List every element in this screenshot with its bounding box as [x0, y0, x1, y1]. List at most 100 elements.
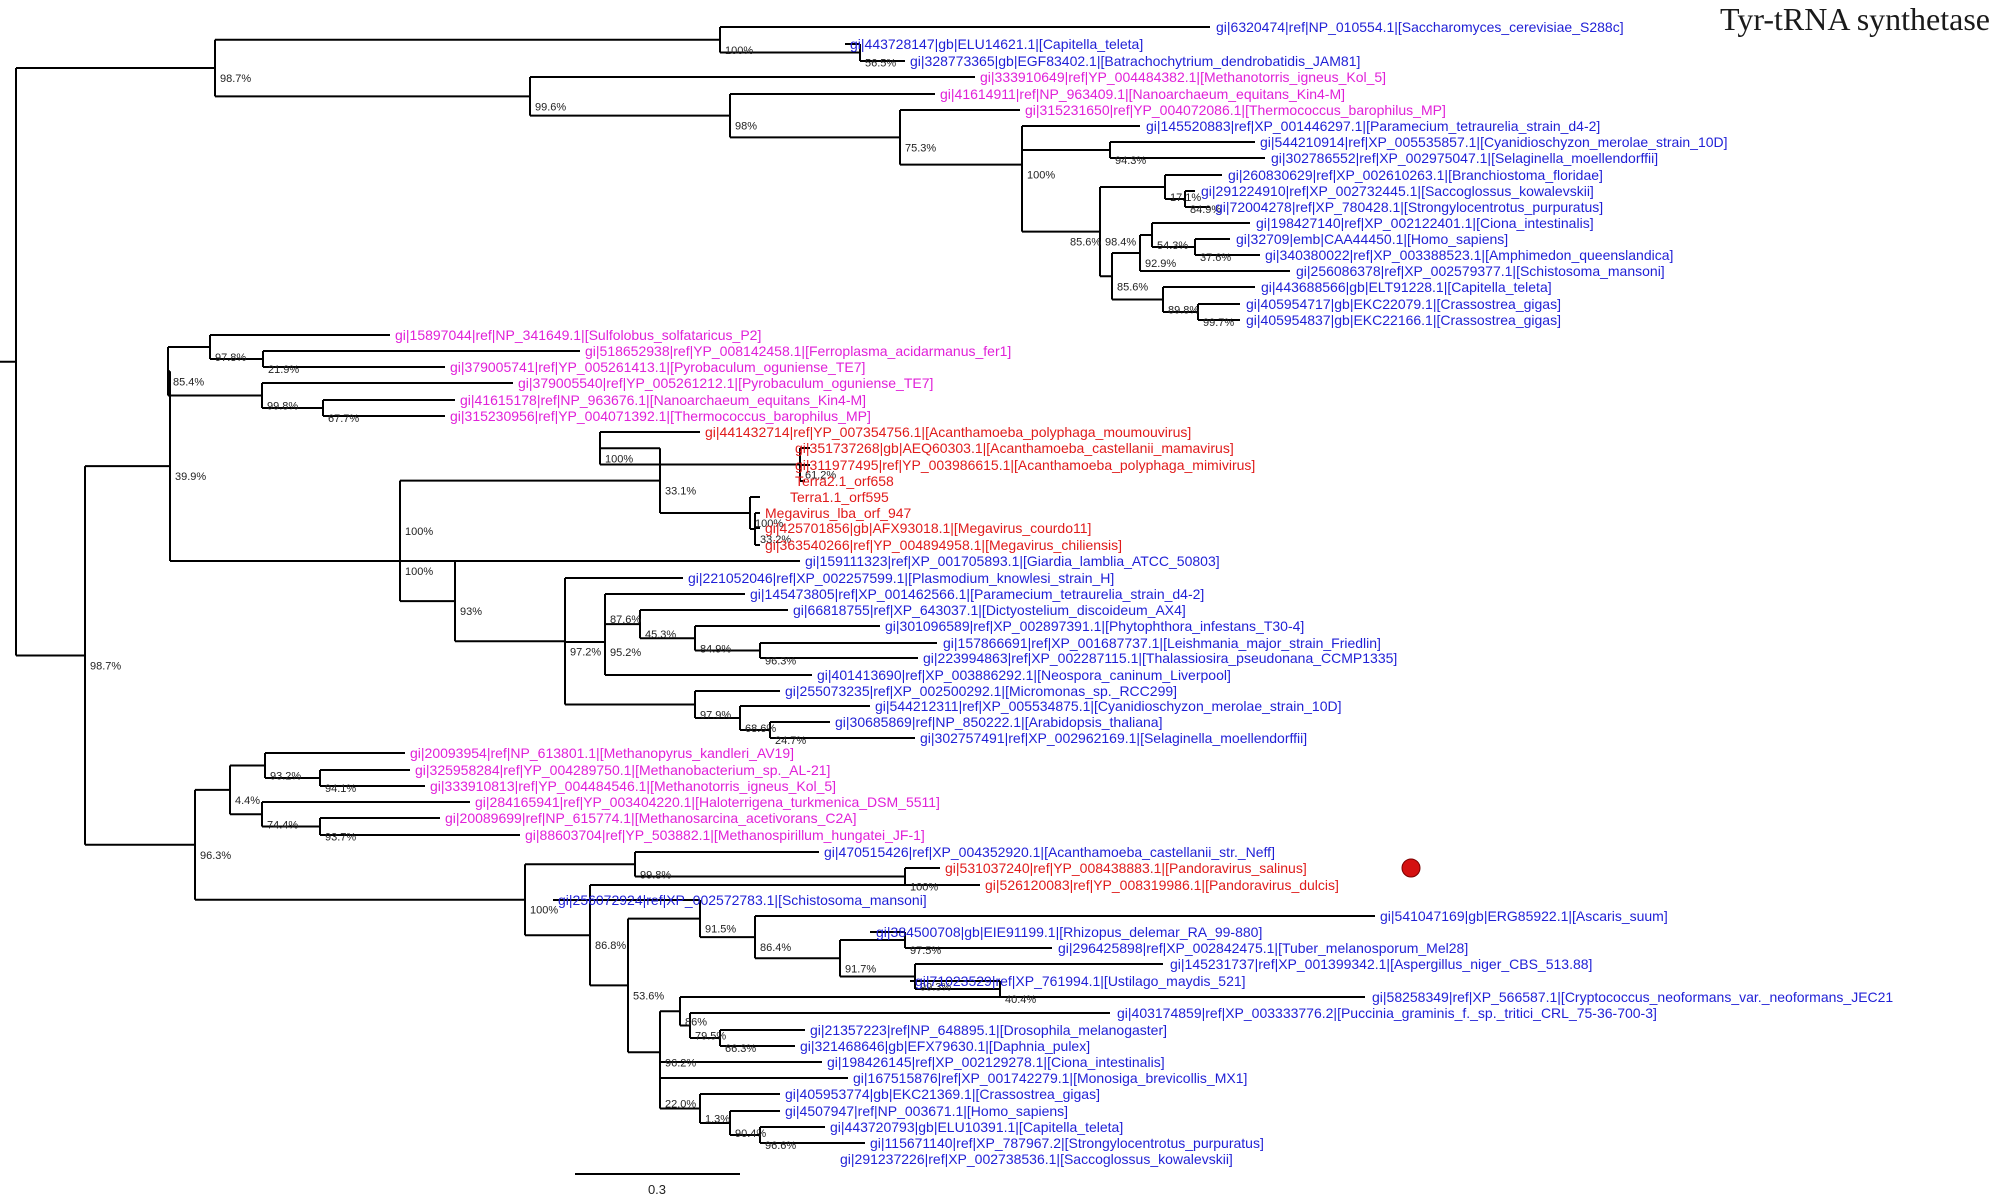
support-value-label: 91.5%	[705, 924, 736, 936]
support-value-label: 95.2%	[610, 647, 641, 659]
leaf-label: gi|379005741|ref|YP_005261413.1|[Pyrobac…	[450, 359, 865, 375]
leaf-label: gi|221052046|ref|XP_002257599.1|[Plasmod…	[688, 570, 1114, 586]
support-value-label: 93.7%	[325, 832, 356, 844]
leaf-label: gi|333910649|ref|YP_004484382.1|[Methano…	[980, 69, 1386, 85]
support-value-label: 54.3%	[1157, 240, 1188, 252]
leaf-label: gi|255073235|ref|XP_002500292.1|[Micromo…	[785, 683, 1177, 699]
support-value-label: 40.4%	[1005, 994, 1036, 1006]
support-value-label: 53.6%	[633, 990, 664, 1002]
support-value-label: 93%	[460, 606, 482, 618]
leaf-label: gi|526120083|ref|YP_008319986.1|[Pandora…	[985, 877, 1339, 893]
support-value-label: 100%	[1027, 170, 1055, 182]
support-value-label: 33.1%	[665, 486, 696, 498]
leaf-label: gi|32709|emb|CAA44450.1|[Homo_sapiens]	[1236, 231, 1508, 247]
leaf-label: gi|340380022|ref|XP_003388523.1|[Amphime…	[1265, 247, 1673, 263]
support-value-label: 17.1%	[1170, 192, 1201, 204]
leaf-label: gi|66818755|ref|XP_643037.1|[Dictyosteli…	[793, 602, 1186, 618]
leaf-label: gi|88603704|ref|YP_503882.1|[Methanospir…	[525, 827, 925, 843]
leaf-label: Megavirus_lba_orf_947	[765, 505, 912, 521]
leaf-label: gi|256086378|ref|XP_002579377.1|[Schisto…	[1296, 263, 1665, 279]
support-value-label: 86.4%	[760, 942, 791, 954]
support-value-label: 61.2%	[805, 470, 836, 482]
support-value-label: 4.4%	[235, 795, 260, 807]
support-value-label: 91.7%	[845, 963, 876, 975]
leaf-label: gi|20093954|ref|NP_613801.1|[Methanopyru…	[410, 745, 794, 761]
support-value-label: 33.2%	[760, 534, 791, 546]
support-values: 56.5%100%99.7%89.8%37.6%54.3%92.9%85.6%8…	[90, 45, 1234, 1152]
support-value-label: 1.3%	[705, 1114, 730, 1126]
leaf-label: gi|30685869|ref|NP_850222.1|[Arabidopsis…	[835, 714, 1162, 730]
leaf-label: gi|302786552|ref|XP_002975047.1|[Selagin…	[1271, 150, 1658, 166]
red-circle-marker-icon	[1401, 858, 1421, 878]
leaf-label: gi|425701856|gb|AFX93018.1|[Megavirus_co…	[765, 520, 1091, 536]
support-value-label: 85.6%	[1117, 281, 1148, 293]
leaf-label: gi|518652938|ref|YP_008142458.1|[Ferropl…	[585, 343, 1011, 359]
support-value-label: 99.8%	[640, 869, 671, 881]
leaf-label: gi|159111323|ref|XP_001705893.1|[Giardia…	[805, 553, 1220, 569]
support-value-label: 39.9%	[175, 471, 206, 483]
leaf-label: gi|302757491|ref|XP_002962169.1|[Selagin…	[920, 730, 1307, 746]
leaf-label: gi|145231737|ref|XP_001399342.1|[Aspergi…	[1170, 956, 1592, 972]
support-value-label: 99.8%	[267, 401, 298, 413]
support-value-label: 100%	[910, 882, 938, 894]
leaf-label: gi|260830629|ref|XP_002610263.1|[Branchi…	[1228, 167, 1603, 183]
leaf-label: gi|325958284|ref|YP_004289750.1|[Methano…	[415, 762, 830, 778]
support-value-label: 96.3%	[200, 850, 231, 862]
support-value-label: 97.8%	[215, 352, 246, 364]
leaf-label: gi|443728147|gb|ELU14621.1|[Capitella_te…	[850, 36, 1143, 52]
support-value-label: 100%	[605, 453, 633, 465]
support-value-label: 90.4%	[735, 1128, 766, 1140]
leaf-label: Terra1.1_orf595	[790, 489, 889, 505]
leaf-label: gi|384500708|gb|EIE91199.1|[Rhizopus_del…	[876, 924, 1262, 940]
support-value-label: 98.7%	[220, 73, 251, 85]
leaf-label: gi|115671140|ref|XP_787967.2|[Strongyloc…	[870, 1135, 1264, 1151]
leaf-label: gi|72004278|ref|XP_780428.1|[Strongyloce…	[1215, 199, 1603, 215]
leaf-label: gi|328773365|gb|EGF83402.1|[Batrachochyt…	[910, 53, 1360, 69]
leaf-label: gi|71023529|ref|XP_761994.1|[Ustilago_ma…	[915, 973, 1246, 989]
scale-bar-label: 0.3	[648, 1182, 666, 1197]
leaf-label: Terra2.1_orf658	[795, 473, 894, 489]
support-value-label: 99.7%	[1203, 317, 1234, 329]
support-value-label: 100%	[405, 526, 433, 538]
figure-title: Tyr-tRNA synthetase	[1720, 1, 1990, 37]
support-value-label: 94.3%	[1115, 155, 1146, 167]
leaf-label: gi|198426145|ref|XP_002129278.1|[Ciona_i…	[827, 1054, 1165, 1070]
leaf-label: gi|284165941|ref|YP_003404220.1|[Haloter…	[475, 794, 940, 810]
leaf-label: gi|4507947|ref|NP_003671.1|[Homo_sapiens…	[785, 1103, 1068, 1119]
support-value-label: 89.8%	[1168, 305, 1199, 317]
leaf-label: gi|541047169|gb|ERG85922.1|[Ascaris_suum…	[1380, 908, 1668, 924]
support-value-label: 84.9%	[1190, 204, 1221, 216]
leaf-label: gi|20089699|ref|NP_615774.1|[Methanosarc…	[445, 810, 857, 826]
leaf-label: gi|405954837|gb|EKC22166.1|[Crassostrea_…	[1246, 312, 1561, 328]
support-value-label: 24.7%	[775, 735, 806, 747]
support-value-label: 67.7%	[328, 413, 359, 425]
leaf-label: gi|311977495|ref|YP_003986615.1|[Acantha…	[795, 457, 1255, 473]
support-value-label: 45.3%	[645, 629, 676, 641]
leaf-labels: gi|6320474|ref|NP_010554.1|[Saccharomyce…	[395, 19, 1893, 1167]
support-value-label: 97.9%	[700, 710, 731, 722]
leaf-label: gi|58258349|ref|XP_566587.1|[Cryptococcu…	[1372, 989, 1893, 1005]
support-value-label: 100%	[725, 45, 753, 57]
leaf-label: gi|315230956|ref|YP_004071392.1|[Thermoc…	[450, 408, 871, 424]
leaf-label: gi|470515426|ref|XP_004352920.1|[Acantha…	[824, 844, 1275, 860]
leaf-label: gi|321468646|gb|EFX79630.1|[Daphnia_pule…	[800, 1038, 1090, 1054]
leaf-label: gi|145473805|ref|XP_001462566.1|[Paramec…	[750, 586, 1204, 602]
support-value-label: 85.6%	[1070, 237, 1101, 249]
leaf-label: gi|443720793|gb|ELU10391.1|[Capitella_te…	[830, 1119, 1123, 1135]
leaf-label: gi|296425898|ref|XP_002842475.1|[Tuber_m…	[1058, 940, 1468, 956]
leaf-label: gi|405954717|gb|EKC22079.1|[Crassostrea_…	[1246, 296, 1561, 312]
support-value-label: 97.2%	[570, 646, 601, 658]
support-value-label: 75.3%	[905, 142, 936, 154]
support-value-label: 86.8%	[595, 940, 626, 952]
leaf-label: gi|544210914|ref|XP_005535857.1|[Cyanidi…	[1260, 134, 1728, 150]
support-value-label: 21.9%	[268, 364, 299, 376]
support-value-label: 84.9%	[700, 643, 731, 655]
leaf-label: gi|198427140|ref|XP_002122401.1|[Ciona_i…	[1256, 215, 1594, 231]
support-value-label: 22.0%	[665, 1098, 696, 1110]
support-value-label: 100%	[530, 905, 558, 917]
tree-branches	[0, 26, 1375, 1144]
leaf-label: gi|351737268|gb|AEQ60303.1|[Acanthamoeba…	[795, 440, 1234, 456]
support-value-label: 92.9%	[1145, 258, 1176, 270]
support-value-label: 86%	[685, 1016, 707, 1028]
